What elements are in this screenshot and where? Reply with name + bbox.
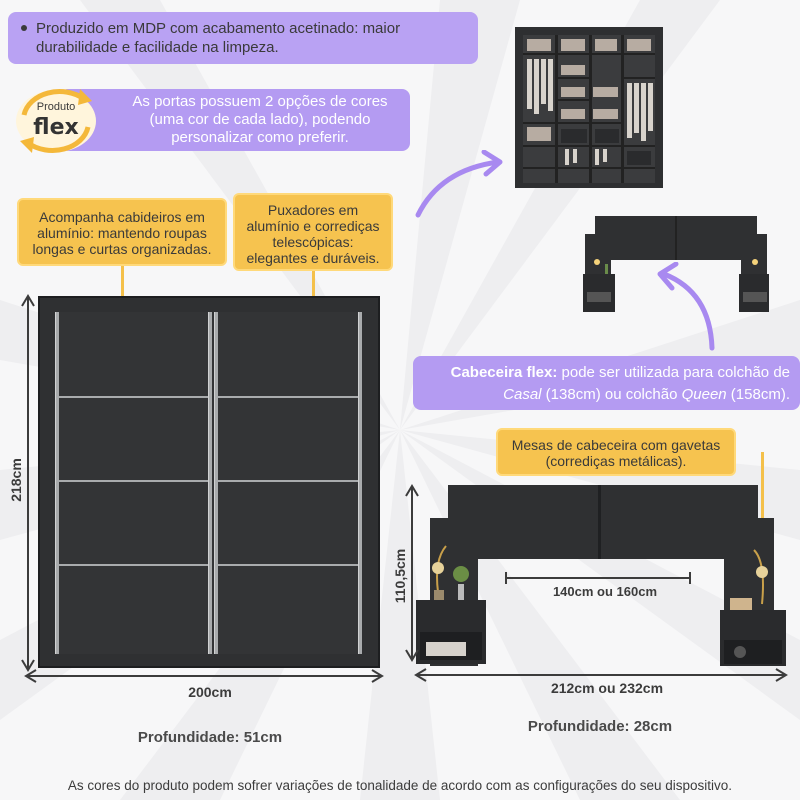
headboard-banner-text1: pode ser utilizada para colchão de (557, 364, 791, 381)
door-profile (358, 312, 362, 654)
nightstands-callout: Mesas de cabeceira com gavetas (corrediç… (496, 428, 736, 476)
door-divider (218, 564, 358, 566)
door-profile (214, 312, 218, 654)
headboard-depth-label: Profundidade: 28cm (527, 718, 673, 735)
headboard-banner-italic1: Casal (503, 386, 542, 403)
wardrobe-depth-label: Profundidade: 51cm (137, 729, 283, 746)
door-profile (55, 312, 59, 654)
wardrobe-door-left (56, 312, 208, 654)
door-divider (58, 396, 208, 398)
headboard-banner-italic2: Queen (681, 386, 727, 403)
headboard-width-label: 212cm ou 232cm (550, 680, 664, 696)
badge-arrows-icon (16, 89, 96, 153)
color-disclaimer: As cores do produto podem sofrer variaçõ… (67, 778, 733, 793)
headboard-image (416, 485, 786, 666)
finish-info-text: Produzido em MDP com acabamento acetinad… (36, 20, 401, 56)
headboard-dimension-lines (405, 484, 788, 682)
wardrobe-front (38, 296, 380, 668)
headboard-height-label: 110,5cm (392, 548, 408, 604)
produto-flex-badge: Produto flex (10, 85, 102, 157)
door-divider (218, 396, 358, 398)
handles-callout: Puxadores em alumínio e corrediças teles… (233, 193, 393, 271)
bullet-icon (21, 25, 27, 31)
badge-line2: flex (33, 115, 79, 140)
hangers-callout-text: Acompanha cabideiros em alumínio: manten… (32, 209, 212, 257)
wardrobe-height-label: 218cm (8, 458, 24, 502)
badge-line1: Produto (36, 101, 76, 113)
headboard-banner-text3: (158cm). (726, 386, 790, 403)
handles-connector (312, 271, 315, 296)
headboard-banner-bold: Cabeceira flex: (450, 364, 558, 381)
nightstands-callout-text: Mesas de cabeceira com gavetas (corrediç… (511, 437, 721, 469)
door-colors-text: As portas possuem 2 opções de cores (uma… (132, 93, 388, 146)
door-divider (58, 564, 208, 566)
curved-arrow-icon (415, 150, 503, 218)
door-profile (208, 312, 212, 654)
headboard-inner-label: 140cm ou 160cm (552, 584, 658, 599)
hangers-connector (121, 266, 124, 296)
wardrobe-dimension-lines (21, 294, 384, 683)
wardrobe-width-label: 200cm (188, 684, 232, 700)
door-divider (58, 480, 208, 482)
curved-arrow-up-icon (657, 262, 715, 351)
door-divider (218, 480, 358, 482)
handles-callout-text: Puxadores em alumínio e corrediças teles… (246, 202, 380, 266)
headboard-banner-text2: (138cm) ou colchão (541, 386, 682, 403)
headboard-thumbnail-image (583, 216, 769, 312)
finish-info-banner: Produzido em MDP com acabamento acetinad… (8, 12, 478, 64)
door-colors-banner: As portas possuem 2 opções de cores (uma… (60, 89, 410, 151)
wardrobe-door-right (212, 312, 362, 654)
hangers-callout: Acompanha cabideiros em alumínio: manten… (17, 198, 227, 266)
headboard-flex-banner: Cabeceira flex: pode ser utilizada para … (413, 356, 800, 410)
open-wardrobe-image (515, 27, 663, 188)
